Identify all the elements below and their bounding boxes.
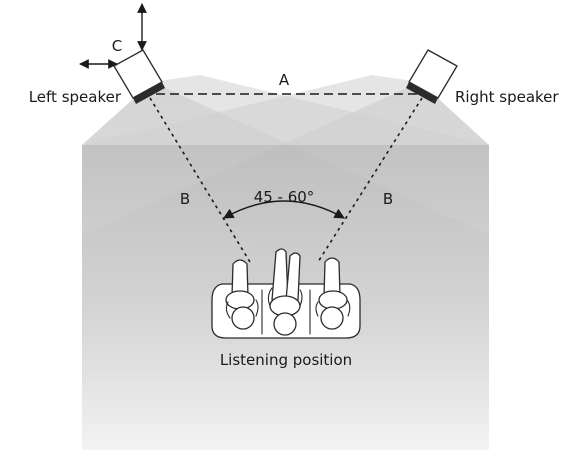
right-speaker-icon [406, 49, 458, 104]
clearance-c-label: C [112, 37, 122, 55]
sofa-with-listeners-icon [211, 248, 361, 339]
right-speaker-wall-fan [82, 75, 489, 145]
distance-b-right-label: B [383, 190, 393, 208]
listening-angle-arc [223, 200, 345, 219]
right-speaker-label: Right speaker [455, 88, 559, 106]
listening-position-label: Listening position [220, 351, 352, 369]
distance-b-left-label: B [180, 190, 190, 208]
angle-label: 45 - 60° [254, 188, 315, 206]
distance-b-right-line [317, 97, 423, 263]
distance-a-label: A [279, 71, 290, 89]
double-arrow-icon [79, 3, 147, 69]
left-speaker-icon [113, 49, 165, 104]
left-speaker-label: Left speaker [29, 88, 122, 106]
